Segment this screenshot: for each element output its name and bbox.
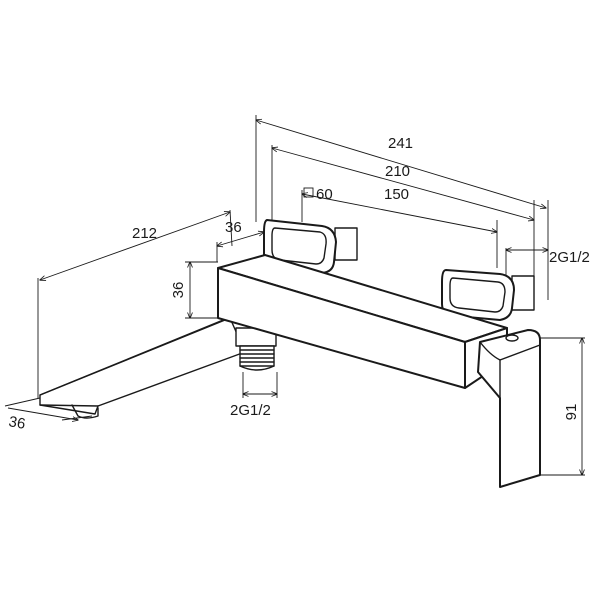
spout <box>39 317 246 419</box>
label-body-height: 36 <box>170 282 187 299</box>
dim-line-210 <box>272 148 534 220</box>
label-spout-length: 212 <box>132 225 157 242</box>
label-thread-bottom: 2G1/2 <box>230 402 271 419</box>
dim-line-212 <box>40 212 230 280</box>
label-front-depth: 36 <box>225 219 242 236</box>
square-symbol <box>303 187 314 198</box>
label-height: 91 <box>563 404 580 421</box>
diverter-knob <box>477 329 541 488</box>
right-handle <box>441 269 535 321</box>
label-spout-depth: 36 <box>7 413 26 433</box>
bottom-thread-connector <box>235 327 277 371</box>
label-center-distance: 150 <box>384 186 409 203</box>
dim-line-150 <box>302 194 497 232</box>
label-thread-top: 2G1/2 <box>549 249 590 266</box>
label-body-width: 210 <box>385 163 410 180</box>
dim-line-36-spout <box>7 407 78 420</box>
dim-line-36-front <box>217 232 264 246</box>
label-overall-width: 241 <box>388 135 413 152</box>
dimension-lines <box>7 120 582 475</box>
label-square-size: 60 <box>316 186 333 203</box>
